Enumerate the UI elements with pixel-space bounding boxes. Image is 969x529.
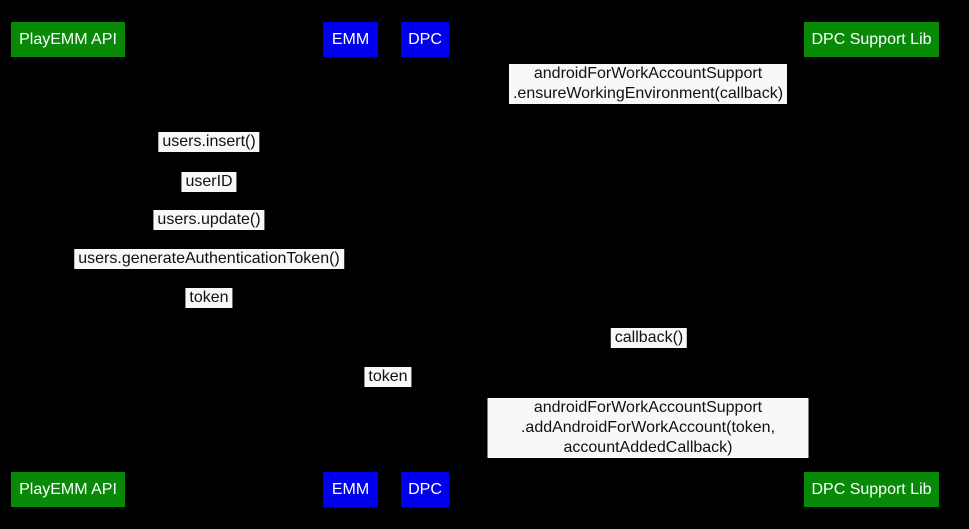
actor-dpc-bottom: DPC [401,472,449,507]
message-token-return: token [185,288,233,308]
actor-emm-bottom: EMM [323,472,378,507]
message-generate-authentication-token: users.generateAuthenticationToken() [74,249,344,269]
actor-dpc-support-lib-top: DPC Support Lib [804,22,939,57]
actor-dpc-top: DPC [401,22,449,57]
message-add-android-for-work-account: androidForWorkAccountSupport .addAndroid… [487,398,809,458]
message-user-id: userID [181,172,237,192]
message-callback: callback() [610,328,688,348]
actor-dpc-support-lib-bottom: DPC Support Lib [804,472,939,507]
message-token-forward: token [364,367,412,387]
actor-playemm-api-bottom: PlayEMM API [11,472,125,507]
message-users-update: users.update() [153,210,265,230]
actor-emm-top: EMM [323,22,378,57]
message-users-insert: users.insert() [158,132,260,152]
message-ensure-working-environment: androidForWorkAccountSupport .ensureWork… [508,64,788,104]
actor-playemm-api-top: PlayEMM API [11,22,125,57]
